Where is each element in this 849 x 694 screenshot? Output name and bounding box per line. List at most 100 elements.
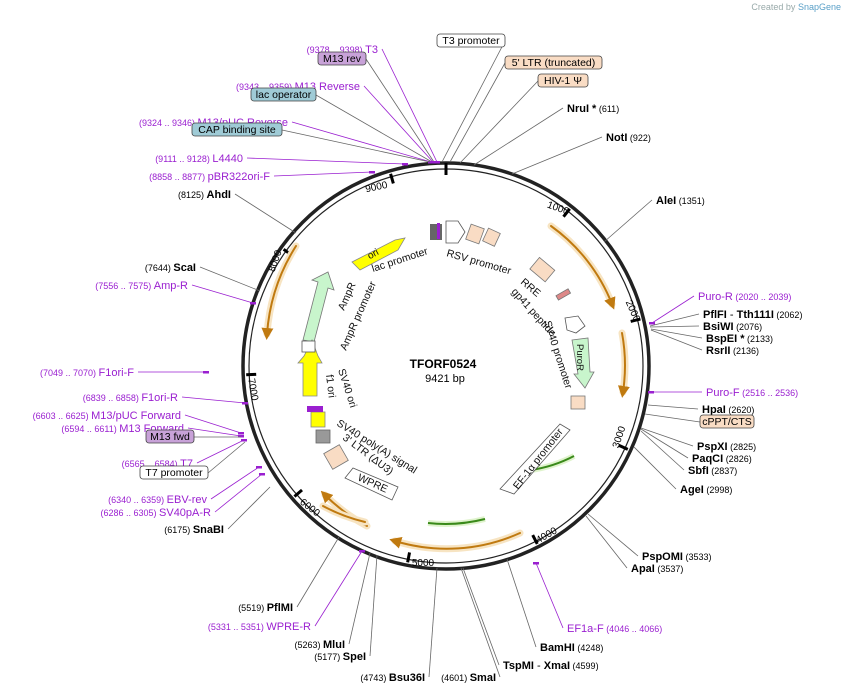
- label-lacop: lac operator: [250, 87, 317, 102]
- leader-line: [369, 554, 378, 657]
- label-f1orir: (6839 .. 6858) F1ori-R: [83, 392, 178, 404]
- label-text: AleI (1351): [656, 195, 705, 207]
- leader-line: [296, 536, 340, 608]
- label-text: CAP binding site: [198, 124, 276, 136]
- label-pflmi: (5519) PflMI: [238, 602, 293, 614]
- leader-line: [506, 558, 537, 648]
- primer-mark: [369, 171, 375, 174]
- inner-label-puror: PuroR: [574, 344, 585, 371]
- ori-feature: [351, 237, 406, 271]
- orf-arc: [389, 532, 521, 550]
- sv40ori-feature: [310, 411, 326, 428]
- orf-arcs: [261, 222, 630, 553]
- leader-line: [227, 486, 271, 530]
- label-hpai: HpaI (2620): [702, 404, 754, 416]
- label-text: (7644) ScaI: [145, 262, 196, 274]
- wpre-feature: [344, 467, 399, 501]
- label-text: Puro-F (2516 .. 2536): [706, 387, 798, 399]
- tick-mark: [630, 317, 641, 323]
- label-box: [139, 465, 209, 480]
- leader-line: [234, 193, 297, 234]
- label-text: 5' LTR (truncated): [512, 57, 596, 69]
- leader-line: [651, 295, 695, 324]
- label-text: ApaI (3537): [631, 563, 683, 575]
- tick-mark: [562, 207, 571, 218]
- inner-label-ef1a: EF-1α promoter: [511, 426, 566, 492]
- leader-line: [535, 562, 564, 629]
- leader-line: [348, 552, 371, 645]
- label-tspmi: TspMI - XmaI (4599): [503, 660, 599, 672]
- leader-line: [640, 428, 689, 459]
- leader-line: [181, 396, 246, 404]
- leader-line: [184, 414, 242, 434]
- leader-line: [191, 284, 254, 304]
- primer-mark: [203, 371, 209, 374]
- label-text: (8858 .. 8877) pBR322ori-F: [149, 171, 270, 183]
- label-noti: NotI (922): [606, 132, 651, 144]
- label-bspei: BspEI * (2133): [706, 333, 773, 345]
- leader-line: [315, 94, 433, 163]
- tick-label: 5000: [412, 558, 435, 569]
- gp41-feature: [555, 288, 572, 301]
- label-box: [537, 73, 589, 88]
- tick-mark: [406, 552, 412, 563]
- leader-line: [473, 107, 564, 166]
- lac-purple: [437, 223, 440, 239]
- label-purof: Puro-F (2516 .. 2536): [706, 387, 798, 399]
- hiv-feature: [482, 227, 501, 247]
- label-text: (7556 .. 7575) Amp-R: [95, 280, 188, 292]
- label-text: PspOMI (3533): [642, 551, 711, 563]
- label-text: PaqCI (2826): [692, 453, 752, 465]
- leader-line: [587, 513, 639, 557]
- leader-line: [363, 85, 434, 163]
- f1ori-small: [301, 340, 316, 353]
- primer-mark: [533, 562, 539, 565]
- leader-line: [649, 313, 700, 327]
- leader-line: [585, 515, 628, 569]
- label-bsu36i: (4743) Bsu36I: [360, 672, 425, 684]
- label-text: (4743) Bsu36I: [360, 672, 425, 684]
- primer-mark: [256, 466, 262, 469]
- label-wprer: (5331 .. 5351) WPRE-R: [208, 621, 311, 633]
- label-ef1af: EF1a-F (4046 .. 4066): [567, 623, 662, 635]
- label-nrui: NruI * (611): [567, 103, 619, 115]
- label-m13fwd: M13 fwd: [145, 429, 195, 444]
- label-box: [504, 55, 603, 70]
- label-box: [191, 122, 283, 137]
- leader-line: [214, 473, 263, 513]
- label-paqci: PaqCI (2826): [692, 453, 752, 465]
- label-ebvrev: (6340 .. 6359) EBV-rev: [108, 494, 207, 506]
- label-agei: AgeI (2998): [680, 484, 732, 496]
- label-text: RsrII (2136): [706, 345, 759, 357]
- primer-mark: [250, 302, 256, 305]
- tick-mark: [531, 534, 539, 545]
- label-pflfi: PflFI - Tth111I (2062): [703, 309, 802, 321]
- label-text: (4601) SmaI: [441, 672, 496, 684]
- leader-line: [199, 266, 261, 292]
- leader-line: [460, 567, 501, 678]
- primer-mark: [241, 439, 247, 442]
- leader-line: [633, 446, 677, 490]
- label-text: lac operator: [256, 89, 312, 101]
- label-box: [145, 429, 195, 444]
- label-scai: (7644) ScaI: [145, 262, 196, 274]
- sv40polya-feature: [315, 429, 331, 444]
- label-text: HIV-1 Ψ: [544, 75, 582, 87]
- label-sv40par: (6286 .. 6305) SV40pA-R: [100, 507, 211, 519]
- primer-mark: [649, 322, 655, 325]
- leader-line: [381, 48, 438, 163]
- label-text: (5331 .. 5351) WPRE-R: [208, 621, 311, 633]
- label-spei: (5177) SpeI: [314, 651, 366, 663]
- label-text: NruI * (611): [567, 103, 619, 115]
- label-text: TspMI - XmaI (4599): [503, 660, 599, 672]
- label-apai: ApaI (3537): [631, 563, 683, 575]
- label-pbr322: (8858 .. 8877) pBR322ori-F: [149, 171, 270, 183]
- puror-feature: [571, 337, 595, 389]
- primer-mark: [434, 161, 440, 164]
- label-text: (6340 .. 6359) EBV-rev: [108, 494, 207, 506]
- leader-line: [291, 121, 432, 163]
- primer-mark: [402, 163, 408, 166]
- inner-label-ori: ori: [366, 247, 381, 262]
- leader-line: [365, 58, 435, 163]
